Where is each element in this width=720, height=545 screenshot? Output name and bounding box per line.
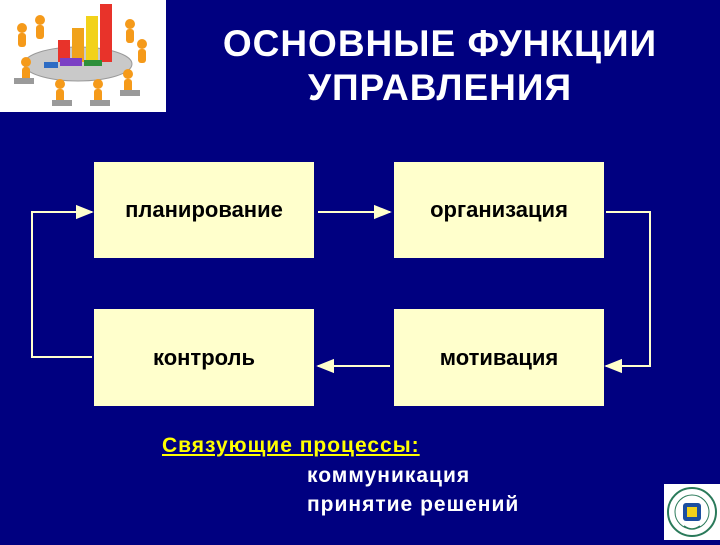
team-meeting-clipart	[0, 0, 166, 112]
title-line-2: УПРАВЛЕНИЯ	[307, 67, 573, 108]
box-planning: планирование	[94, 162, 314, 258]
box-control: контроль	[94, 309, 314, 406]
linking-item-decision-making: принятие решений	[307, 493, 520, 516]
arrow-organization-to-motivation	[604, 211, 651, 374]
university-logo	[664, 484, 720, 540]
linking-item-communication: коммуникация	[307, 464, 471, 487]
title-line-1: ОСНОВНЫЕ ФУНКЦИИ	[222, 23, 658, 64]
box-planning-label: планирование	[125, 197, 283, 222]
box-motivation-label: мотивация	[439, 344, 559, 370]
linking-processes-title: Связующие процессы:	[162, 434, 420, 457]
box-organization: организация	[394, 162, 604, 258]
box-organization-label: организация	[430, 197, 568, 222]
slide-title: ОСНОВНЫЕ ФУНКЦИИ УПРАВЛЕНИЯ	[170, 22, 710, 110]
box-motivation: мотивация	[394, 309, 604, 406]
arrow-control-to-planning	[31, 204, 94, 358]
box-control-label: контроль	[152, 344, 256, 370]
